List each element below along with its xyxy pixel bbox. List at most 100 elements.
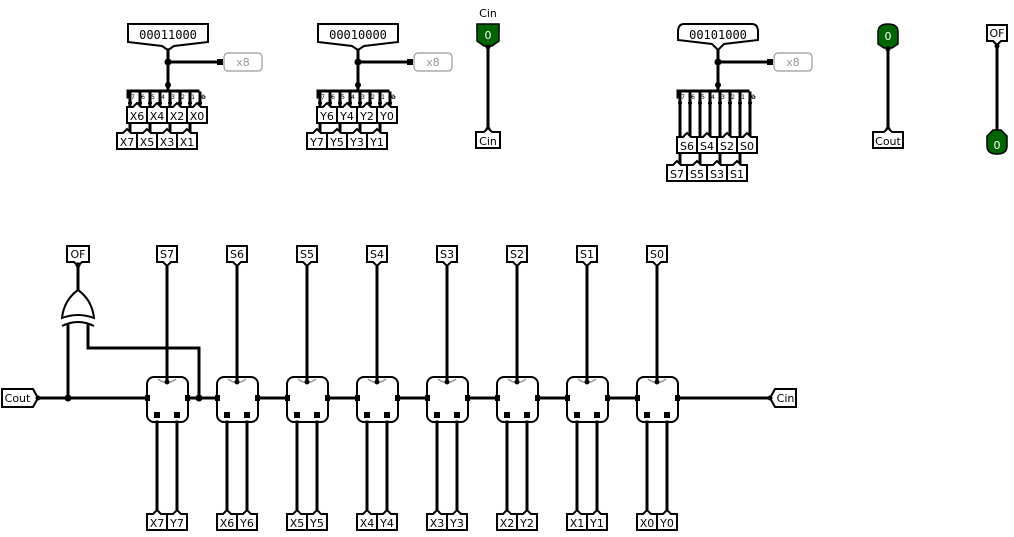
tunnel-cout-chain: Cout (1, 388, 40, 408)
tunnel-label: Y5 (309, 517, 324, 530)
wire-junction (698, 101, 702, 105)
tunnel-x4: X4 (146, 101, 168, 124)
tunnel-label: S0 (740, 140, 754, 153)
tunnel-label: Cin (479, 135, 497, 148)
tunnel-shape (336, 101, 358, 124)
wire-junction (168, 101, 172, 105)
tunnel-y2: Y2 (516, 508, 538, 531)
tunnel-shape (446, 508, 468, 531)
tunnel-label: S7 (670, 168, 684, 181)
tunnel-shape (696, 131, 718, 154)
tunnel-cin-chain: Cin (768, 388, 797, 408)
wire-junction (374, 379, 380, 385)
splitter-label: x8 (426, 56, 440, 69)
tunnel-label: X3 (430, 517, 445, 530)
of-led-value: 0 (994, 139, 1001, 152)
tunnel-label: X7 (120, 136, 135, 149)
carry-out-port (565, 395, 570, 401)
splitter-bit-label: 1 (191, 94, 195, 101)
tunnel-label: Y0 (659, 517, 674, 530)
splitter-bit-label: 0 (201, 94, 205, 101)
tunnel-shape (366, 127, 388, 150)
tunnel-label: Cin (777, 392, 795, 405)
tunnel-label: S2 (510, 248, 524, 261)
tunnel-shape (436, 245, 458, 268)
tunnel-shape (166, 101, 188, 124)
tunnel-shape (216, 508, 238, 531)
wire-junction (654, 379, 660, 385)
tunnel-shape (716, 131, 738, 154)
tunnel-s1: S1 (576, 245, 598, 268)
tunnel-shape (566, 508, 588, 531)
carry-out-port (355, 395, 360, 401)
tunnel-shape (186, 101, 208, 124)
tunnel-y4: Y4 (376, 508, 398, 531)
tunnel-y0: Y0 (656, 508, 678, 531)
wire-junction (358, 101, 362, 105)
x-in-port (154, 412, 160, 418)
tunnel-label: Cout (5, 392, 31, 405)
wire-junction (234, 379, 240, 385)
tunnel-shape (706, 159, 728, 182)
splitter-label-box (413, 52, 453, 72)
splitter-bit-marker: o (752, 94, 756, 101)
tunnel-y2: Y2 (356, 101, 378, 124)
x-in-port (364, 412, 370, 418)
tunnel-s3: S3 (436, 245, 458, 268)
splitter-bit-label: 5 (151, 94, 155, 101)
tunnel-shape (736, 131, 758, 154)
tunnel-label: S1 (580, 248, 594, 261)
carry-in-port (255, 395, 260, 401)
splitter-bit-label: 3 (171, 94, 175, 101)
carry-out-port (285, 395, 290, 401)
y-in-port (244, 412, 250, 418)
tunnel-shape (986, 24, 1008, 47)
tunnel-shape (126, 101, 148, 124)
tunnel-label: X2 (170, 110, 185, 123)
splitter-bit-label: 6 (691, 94, 695, 101)
tunnel-label: Y5 (329, 136, 344, 149)
splitter-bit-label: 3 (721, 94, 725, 101)
tunnel-shape (146, 101, 168, 124)
full-adder (285, 376, 330, 423)
wire-junction (355, 82, 361, 88)
y-in-port (664, 412, 670, 418)
tunnel-shape (1, 388, 40, 408)
splitter-bit-label: 2 (181, 94, 185, 101)
tunnel-shape (726, 159, 748, 182)
wire-junction (165, 82, 171, 88)
tunnel-shape (376, 508, 398, 531)
tunnel-shape (306, 508, 328, 531)
tunnel-s4: S4 (366, 245, 388, 268)
tunnel-label: Y7 (169, 517, 184, 530)
tunnel-y7: Y7 (166, 508, 188, 531)
wire-junction (738, 101, 742, 105)
tunnel-y5: Y5 (306, 508, 328, 531)
tunnel-x3: X3 (156, 127, 178, 150)
probe-shape (677, 23, 759, 52)
wire-junction (885, 46, 891, 52)
cin-input-pin[interactable] (476, 23, 500, 47)
splitter-bit-label: 4 (711, 94, 715, 101)
x-in-port (504, 412, 510, 418)
splitter-bit-label: 0 (391, 94, 395, 101)
tunnel-label: Y4 (339, 110, 354, 123)
splitter-label: x8 (786, 56, 800, 69)
wire-junction (148, 101, 152, 105)
splitter-bit-label: 2 (731, 94, 735, 101)
tunnel-label: X5 (290, 517, 305, 530)
xor-gate-back-arc (61, 321, 95, 327)
tunnel-s3: S3 (706, 159, 728, 182)
splitter-bit-label: 7 (321, 94, 325, 101)
tunnel-shape (666, 159, 688, 182)
wire-junction (128, 101, 132, 105)
x-in-port (224, 412, 230, 418)
tunnel-s6: S6 (226, 245, 248, 268)
tunnel-shape (316, 101, 338, 124)
tunnel-label: X5 (140, 136, 155, 149)
wire-junction (584, 379, 590, 385)
splitter-bit-label: 2 (371, 94, 375, 101)
carry-in-port (395, 395, 400, 401)
splitter-label-box (223, 52, 263, 72)
tunnel-shape (768, 388, 797, 408)
